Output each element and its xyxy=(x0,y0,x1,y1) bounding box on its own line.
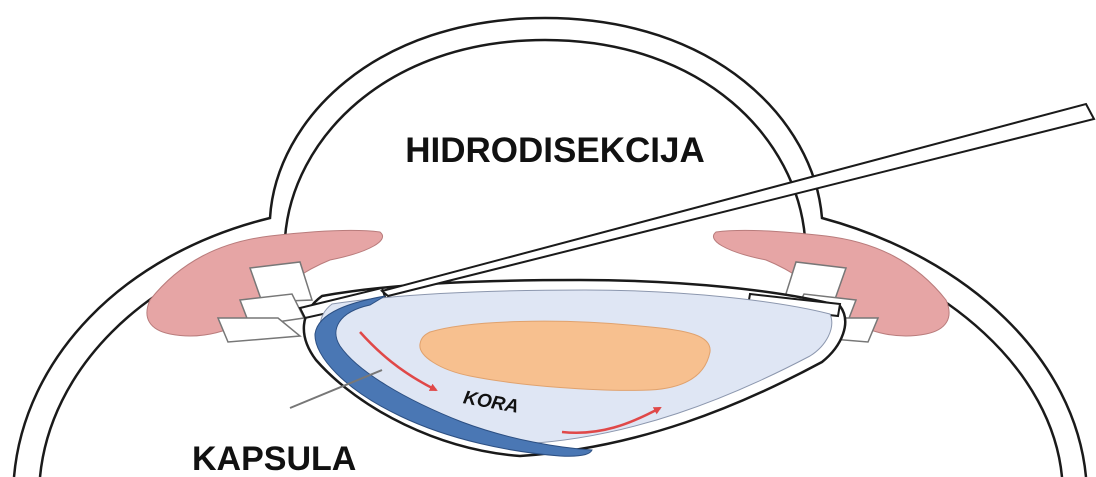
title-label: HIDRODISEKCIJA xyxy=(405,131,704,170)
capsule-label: KAPSULA xyxy=(192,440,356,477)
